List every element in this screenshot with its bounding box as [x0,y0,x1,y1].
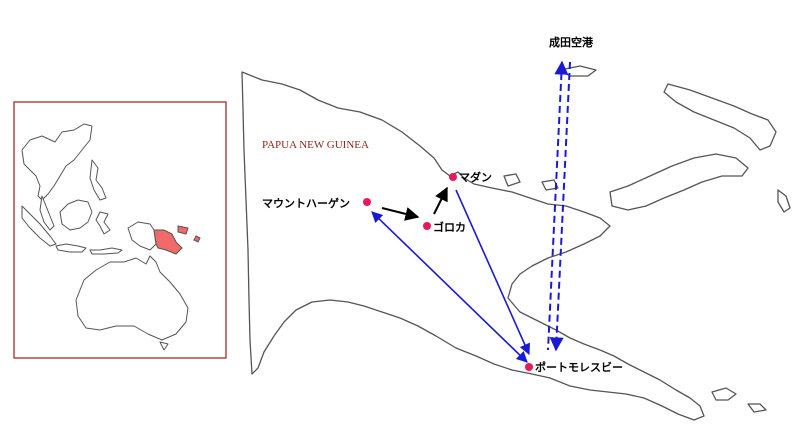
inset-java [55,243,87,253]
inset-png-islands [177,225,189,235]
label-goroka: ゴロカ [433,220,466,234]
route-portmoresby-mounthagen [371,211,528,363]
routes [371,60,571,363]
inset-sumatra [21,205,57,247]
inset-sulawesi [95,211,111,235]
inset-mainland-asia [21,123,93,201]
inset-malay-peninsula [39,195,55,231]
main-map [241,65,791,421]
route-mounthagen-goroka [381,207,420,221]
route-madang-portmoresby [455,189,531,356]
label-narita-airport: 成田空港 [549,35,594,49]
inset-map [13,101,227,359]
inset-png-islands-east [193,235,201,243]
png-louisiade [747,403,767,413]
png-mainland [241,71,705,421]
inset-papua-new-guinea [153,229,183,255]
png-d-entrecasteaux [711,387,737,401]
city-markers [363,173,533,371]
label-madang: マダン [459,170,492,184]
country-label: PAPUA NEW GUINEA [262,139,369,151]
label-port-moresby: ポートモレスビー [535,360,623,374]
inset-tasmania [159,341,169,351]
png-bougainville [777,189,791,213]
png-manus-island [559,65,597,77]
marker-madang [449,173,457,181]
inset-lesser-sundas [89,247,123,255]
png-new-britain [609,153,749,211]
inset-philippines [89,159,107,201]
route-narita-portmoresby-a [547,60,569,351]
marker-port-moresby [525,363,533,371]
route-goroka-madang [433,186,448,215]
route-narita-portmoresby-b [549,61,571,352]
label-mount-hagen: マウントハーゲン [262,196,350,210]
png-new-ireland [663,83,777,151]
marker-mount-hagen [363,198,371,206]
png-small-island-1 [503,173,521,187]
png-small-island-2 [541,179,559,191]
inset-australia [75,255,189,341]
marker-goroka [423,222,431,230]
inset-borneo [59,199,93,231]
